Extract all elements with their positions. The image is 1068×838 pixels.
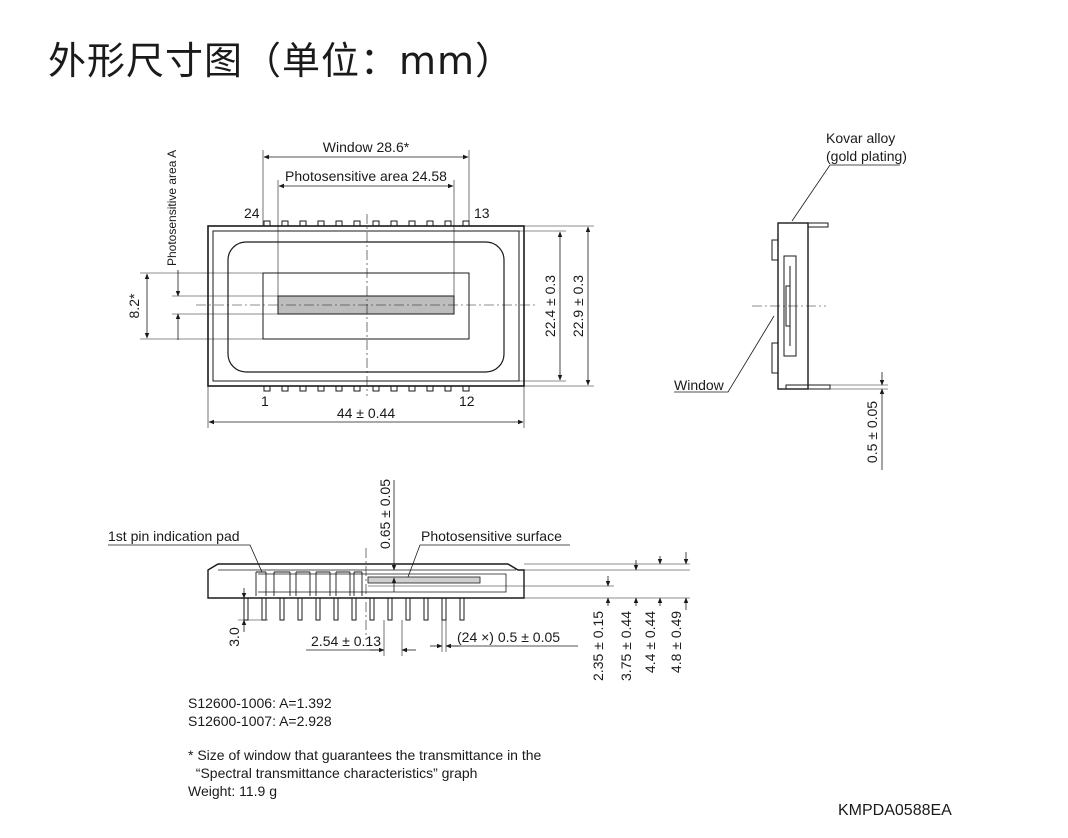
- pin-13-label: 13: [474, 205, 490, 221]
- section-pin-frames: [255, 571, 363, 596]
- side-view: [674, 164, 900, 470]
- package-outline: [207, 225, 525, 387]
- inner-height-dimension: 22.4 ± 0.3: [542, 275, 558, 337]
- side-window-label: Window: [674, 377, 725, 393]
- kovar-alloy-label: Kovar alloy: [826, 130, 895, 146]
- page-title: 外形尺寸图（单位：mm）: [48, 39, 515, 83]
- photosensitive-surface-label: Photosensitive surface: [421, 528, 562, 544]
- photosensitive-area-label: Photosensitive area 24.58: [285, 168, 447, 184]
- width-dimension: 44 ± 0.44: [337, 405, 395, 421]
- pin-pitch-dimension: 2.54 ± 0.13: [311, 633, 381, 649]
- height-dim-44: 4.4 ± 0.44: [642, 611, 658, 673]
- top-view: [140, 150, 594, 428]
- height-dim-235: 2.35 ± 0.15: [590, 611, 606, 681]
- footnote-line-2: “Spectral transmittance characteristics”…: [188, 765, 478, 781]
- photosensitive-area-a-label: Photosensitive area A: [165, 150, 179, 266]
- top-pins: [263, 220, 470, 227]
- section-view: [108, 480, 690, 656]
- footnote-line-1: * Size of window that guarantees the tra…: [188, 747, 542, 763]
- lead-pins: [243, 597, 465, 621]
- window-outline: [227, 241, 505, 373]
- height-dim-48: 4.8 ± 0.49: [668, 611, 684, 673]
- pin-24-label: 24: [244, 205, 260, 221]
- lead-width-dimension: (24 ×) 0.5 ± 0.05: [457, 629, 560, 645]
- model-note-1: S12600-1006: A=1.392: [188, 695, 332, 711]
- outer-height-dimension: 22.9 ± 0.3: [570, 275, 586, 337]
- model-note-2: S12600-1007: A=2.928: [188, 713, 332, 729]
- window-height-dimension: 8.2*: [126, 293, 142, 318]
- height-dim-375: 3.75 ± 0.44: [618, 611, 634, 681]
- pin-12-label: 12: [459, 393, 475, 409]
- weight-note: Weight: 11.9 g: [188, 783, 277, 799]
- drawing-code: KMPDA0588EA: [838, 802, 952, 819]
- first-pin-pad-label: 1st pin indication pad: [108, 528, 240, 544]
- bottom-pins: [263, 385, 470, 392]
- lead-thickness-dimension: 0.5 ± 0.05: [864, 401, 880, 463]
- gold-plating-label: (gold plating): [826, 148, 907, 164]
- surface-depth-dimension: 0.65 ± 0.05: [377, 479, 393, 549]
- lead-length-dimension: 3.0: [226, 627, 242, 647]
- pin-1-label: 1: [261, 393, 269, 409]
- window-dimension-label: Window 28.6*: [323, 139, 410, 155]
